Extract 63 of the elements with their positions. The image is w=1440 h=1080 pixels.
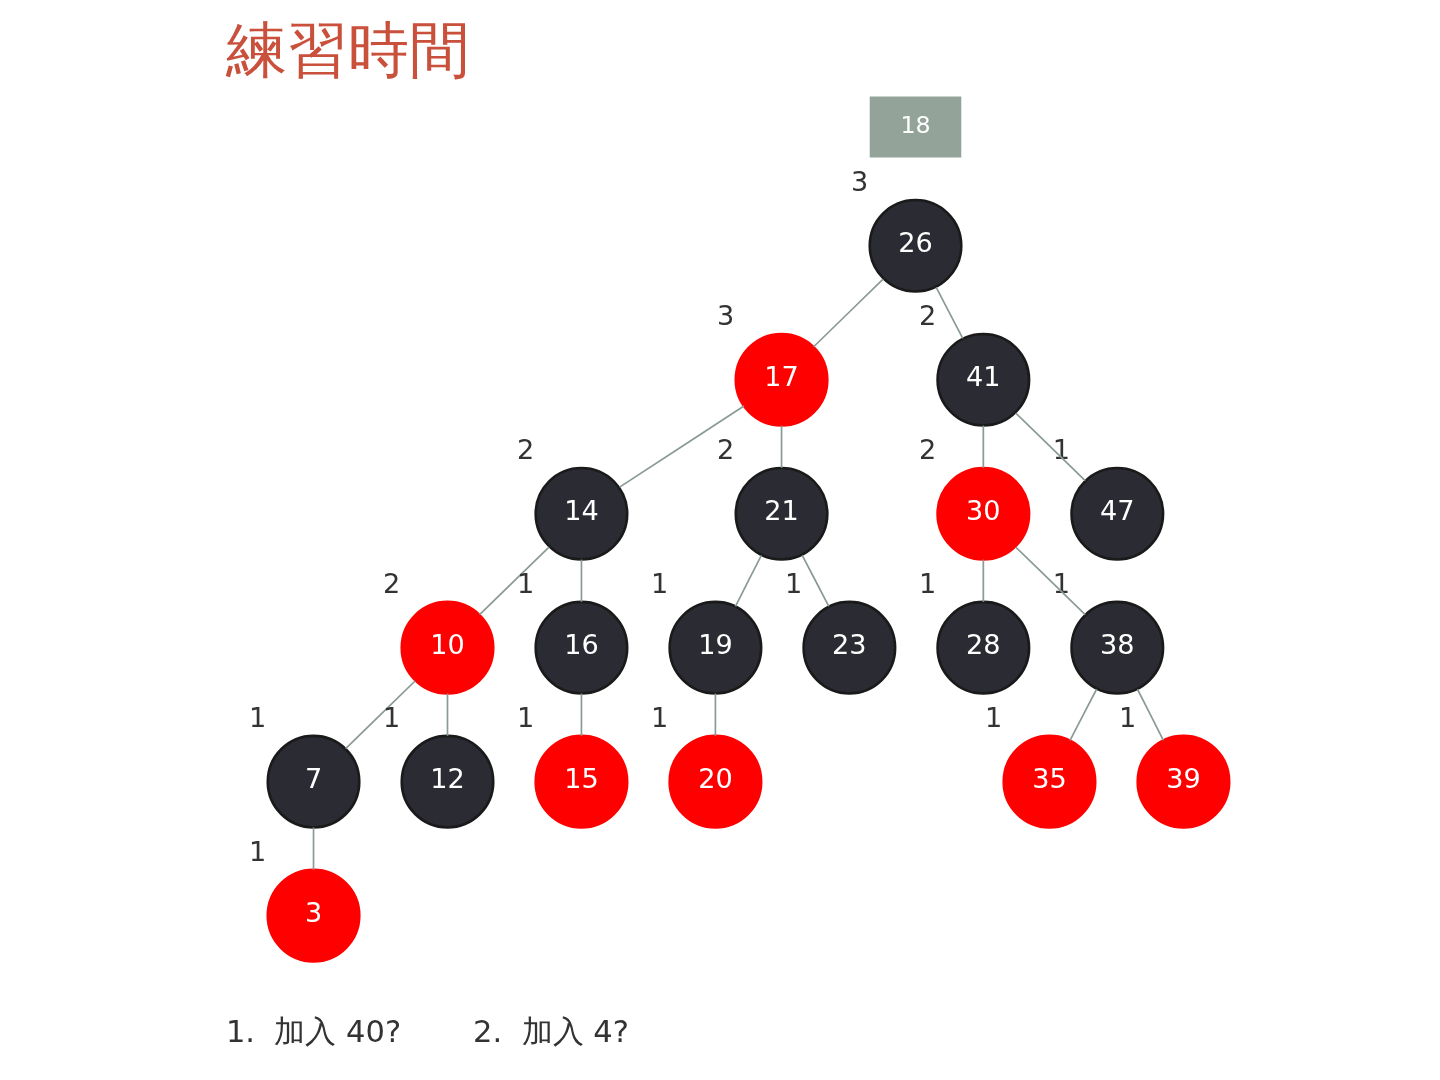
diagram-title: 練習時間 (225, 13, 470, 85)
connector (714, 692, 716, 737)
node-label: 1 (918, 568, 936, 600)
connector (812, 278, 884, 348)
node-circle: 19 (667, 600, 762, 695)
label: 2. 加入 4? (472, 1013, 629, 1049)
node-label: 1 (1052, 434, 1070, 466)
connector (780, 424, 782, 469)
node-label: 1 (382, 702, 400, 734)
node-circle: 14 (533, 466, 628, 561)
node-label: 1 (516, 702, 534, 734)
node-circle: 35 (1001, 734, 1096, 829)
node-circle: 10 (399, 600, 495, 695)
node-circle: 17 (734, 332, 829, 427)
node-circle: 26 (867, 198, 963, 293)
node-circle: 16 (533, 600, 628, 695)
node-label: 1 (650, 702, 668, 734)
connector (618, 405, 745, 488)
node-label: 1 (650, 568, 668, 600)
node-label: 1 (784, 568, 802, 600)
node-label: 2 (516, 434, 534, 466)
connector (580, 692, 582, 737)
node-circle: 30 (935, 466, 1030, 561)
node-circle: 7 (265, 734, 361, 829)
node-label: 1 (1118, 702, 1136, 734)
node-label: 2 (918, 434, 936, 466)
node-label: 2 (382, 568, 400, 600)
node-circle: 15 (533, 734, 628, 829)
node-label: 1 (516, 568, 534, 600)
node-circle: 21 (734, 466, 829, 561)
connector (1014, 546, 1086, 616)
connector (1068, 688, 1097, 742)
node-circle: 23 (801, 600, 896, 695)
node-label: 1 (248, 836, 266, 867)
label: 1. 加入 40? (225, 1013, 401, 1049)
connector (344, 680, 416, 750)
node-label: 3 (850, 166, 868, 198)
connector (580, 558, 582, 603)
node-label: 1 (248, 702, 266, 734)
node-circle: 12 (399, 734, 495, 829)
node-label: 1 (984, 702, 1002, 734)
connector (1136, 688, 1164, 742)
connector (1014, 412, 1086, 482)
node-circle: 38 (1069, 600, 1164, 695)
node-label: 3 (716, 300, 734, 332)
node-circle: 41 (935, 332, 1030, 427)
connector (982, 558, 984, 603)
node-label: 1 (1052, 568, 1070, 600)
connector (312, 826, 314, 871)
node-circle: 3 (265, 868, 361, 963)
node-label: 2 (716, 434, 734, 466)
node-label: 2 (918, 300, 936, 332)
connector (478, 546, 550, 616)
connector (734, 554, 762, 608)
connector (446, 692, 448, 737)
connector (982, 424, 984, 469)
node-circle: 39 (1135, 734, 1230, 829)
connector (934, 286, 964, 340)
label: 18 (899, 111, 931, 140)
node-circle: 47 (1069, 466, 1164, 561)
node-circle: 28 (935, 600, 1030, 695)
connector (800, 554, 830, 608)
node-circle: 20 (667, 734, 762, 829)
